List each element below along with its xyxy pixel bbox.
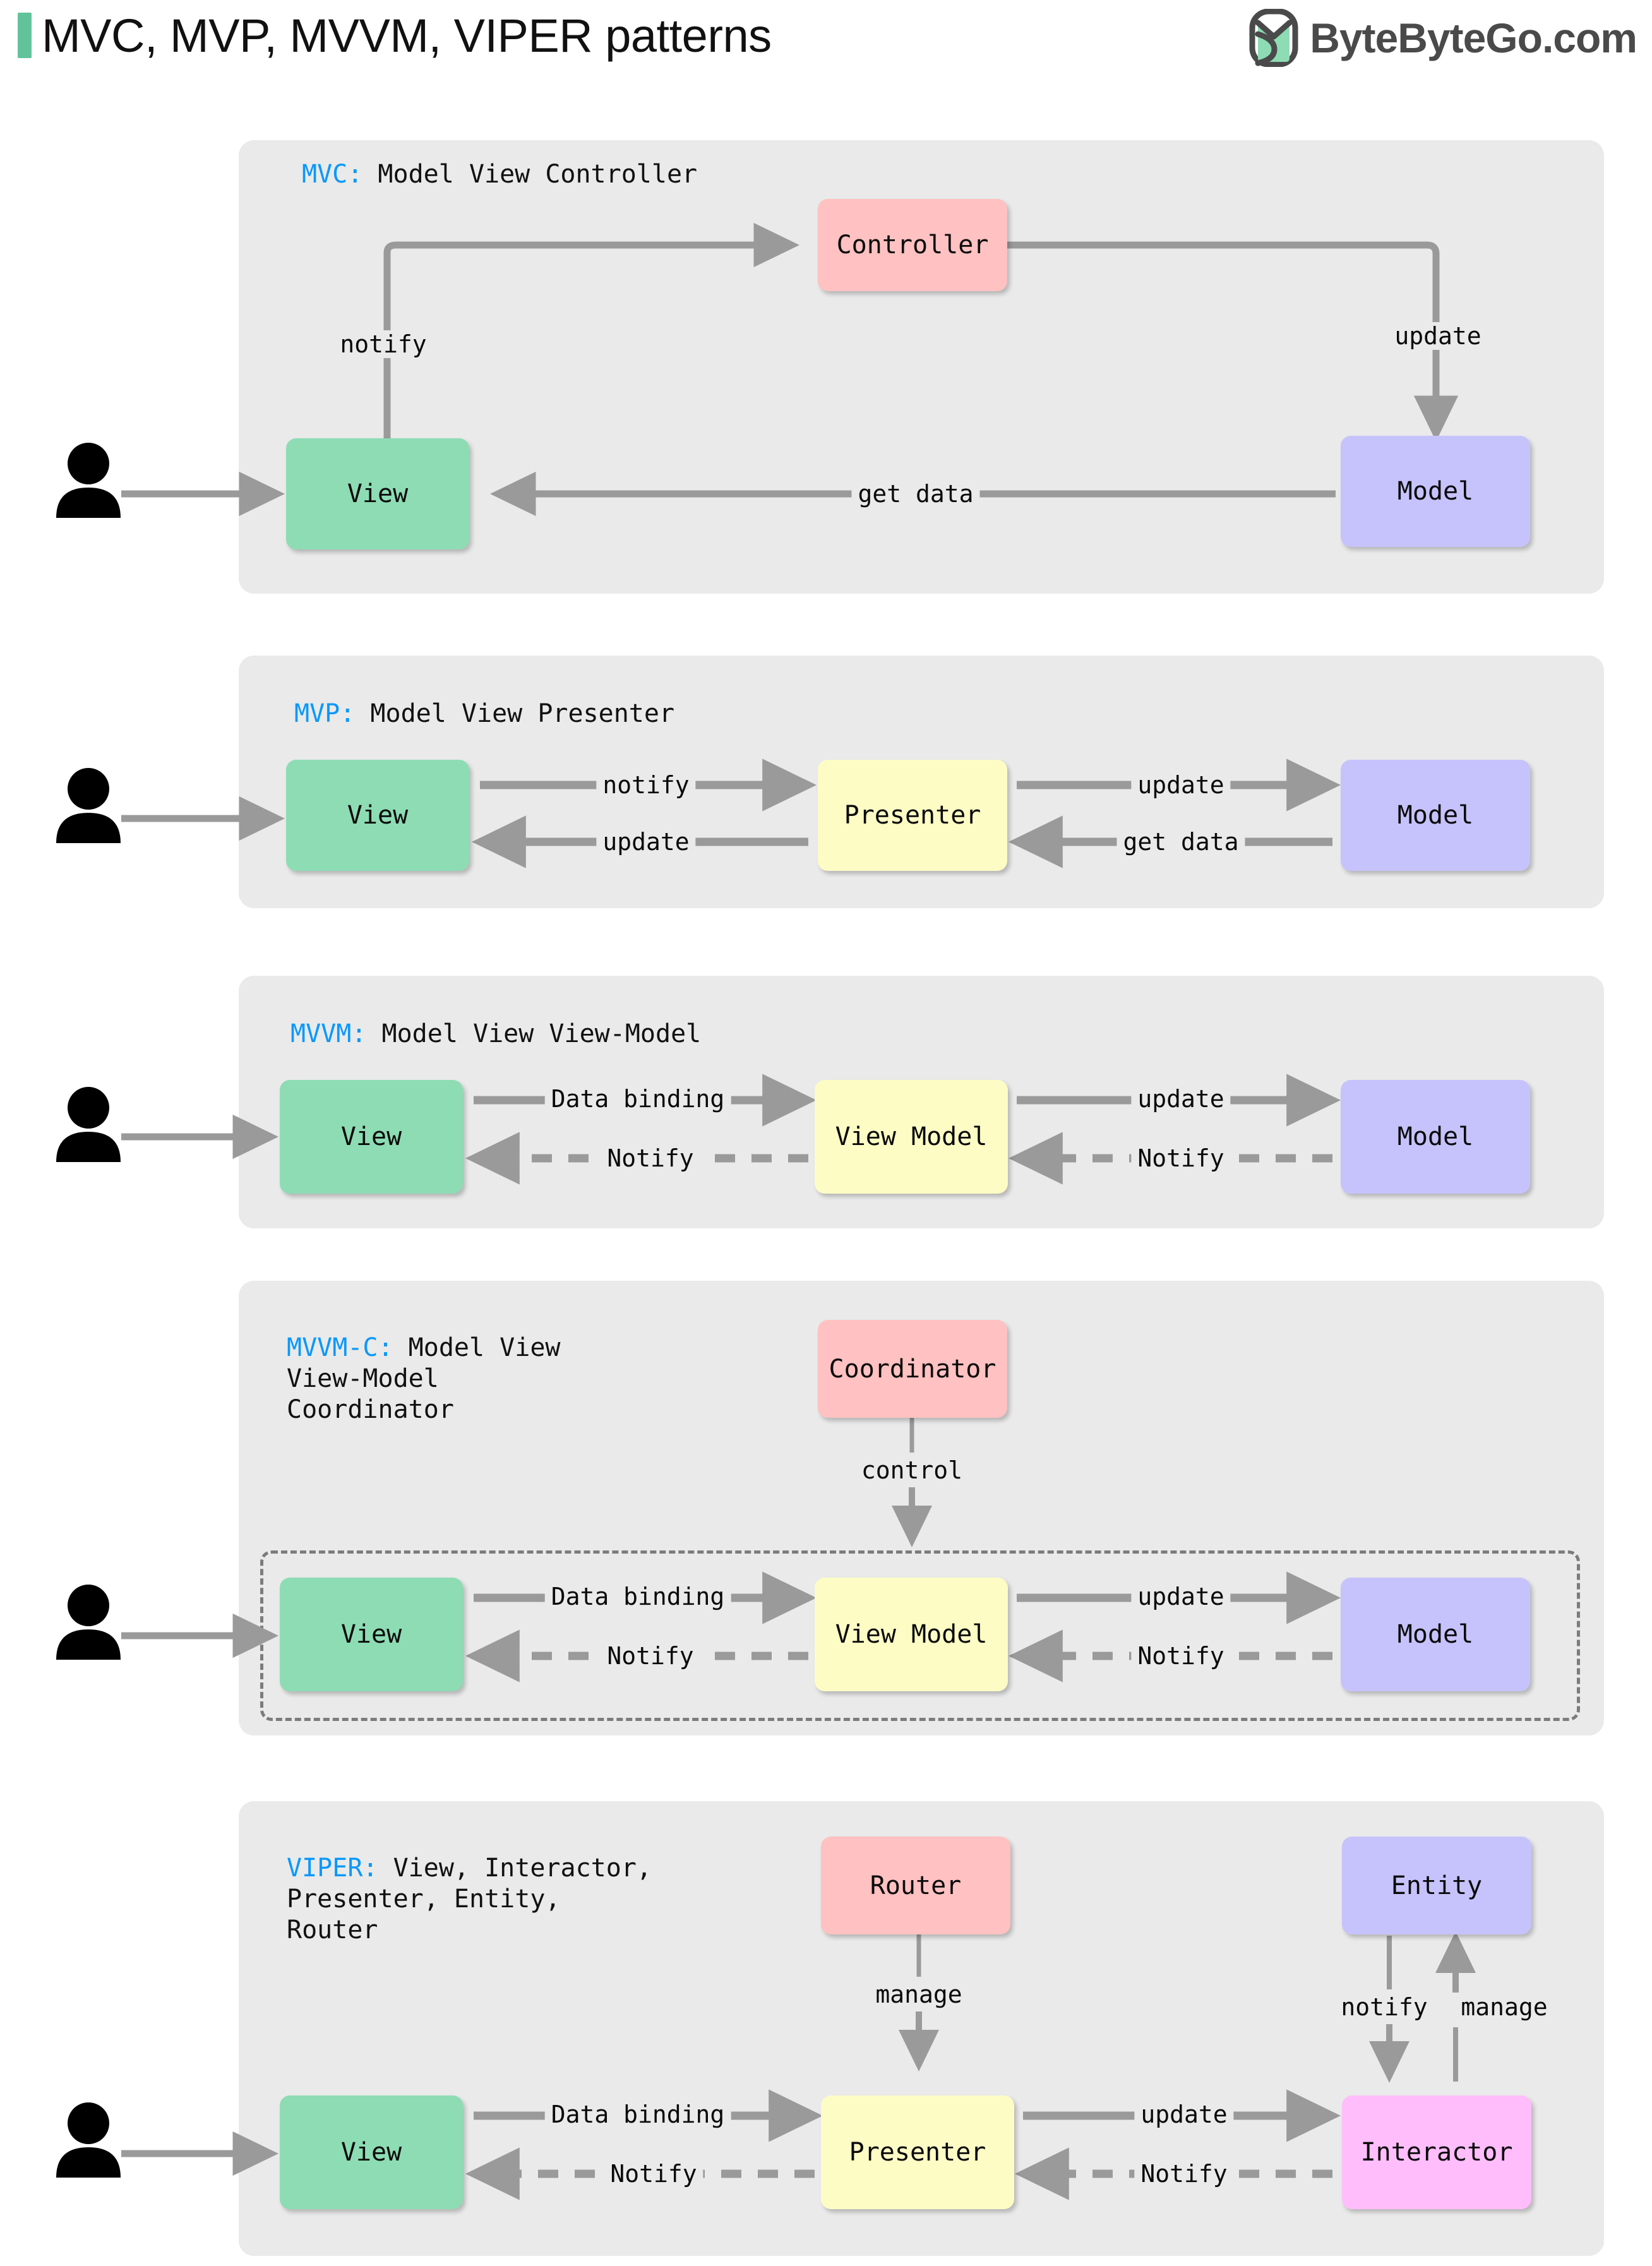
edge-label-viper-manage-router: manage <box>869 1981 969 2008</box>
edge-label-viper-notify-entity: notify <box>1334 1993 1434 2021</box>
edge-label-viper-notify1: Notify <box>604 2160 703 2188</box>
user-icon-viper <box>54 2102 123 2178</box>
node-mvvm-model[interactable]: Model <box>1341 1080 1530 1194</box>
edge-label-mvp-update2: update <box>596 828 696 856</box>
title-accent-bar <box>18 13 32 58</box>
panel-title-text-mvvm-c: Model View View-Model Coordinator <box>287 1333 561 1424</box>
node-mvp-view[interactable]: View <box>286 760 469 871</box>
edge-label-mvp-getdata: get data <box>1116 828 1245 856</box>
edge-label-viper-manage-entity: manage <box>1454 1993 1554 2021</box>
edge-label-mvp-notify: notify <box>596 771 696 799</box>
panel-title-text-viper: View, Interactor, Presenter, Entity, Rou… <box>287 1854 652 1945</box>
edge-label-mvvm-update: update <box>1131 1085 1231 1113</box>
node-mvp-model[interactable]: Model <box>1341 760 1530 871</box>
panel-abbr-mvvm-c: MVVM-C: <box>287 1333 393 1362</box>
user-icon-mvc <box>54 442 123 518</box>
node-mvc-view[interactable]: View <box>286 438 469 549</box>
edge-label-mvvm-c-notify2: Notify <box>1131 1642 1231 1670</box>
node-mvc-model[interactable]: Model <box>1341 436 1530 547</box>
panel-abbr-mvc: MVC: <box>302 160 363 189</box>
edge-label-mvvm-c-control: control <box>854 1456 969 1484</box>
panel-title-text-mvvm: Model View View-Model <box>366 1019 702 1048</box>
page-title: MVC, MVP, MVVM, VIPER patterns <box>42 9 772 62</box>
node-viper-entity[interactable]: Entity <box>1342 1837 1531 1934</box>
panel-title-viper: VIPER: View, Interactor, Presenter, Enti… <box>287 1853 652 1945</box>
node-viper-presenter[interactable]: Presenter <box>821 2095 1014 2209</box>
edge-label-viper-update: update <box>1134 2101 1234 2128</box>
edge-label-mvp-update: update <box>1131 771 1231 799</box>
edge-label-mvc-update: update <box>1388 322 1488 350</box>
edge-label-mvc-getdata: get data <box>851 480 980 508</box>
node-viper-router[interactable]: Router <box>821 1837 1010 1934</box>
edge-label-mvvm-notify2: Notify <box>1131 1144 1231 1172</box>
user-icon-mvp <box>54 767 123 843</box>
brand-logo-group: ByteByteGo.com <box>1249 9 1637 67</box>
panel-abbr-viper: VIPER: <box>287 1854 378 1883</box>
node-mvvm-view[interactable]: View <box>280 1080 463 1194</box>
panel-abbr-mvvm: MVVM: <box>290 1019 367 1048</box>
node-mvvm-c-coordinator[interactable]: Coordinator <box>818 1320 1007 1418</box>
brand-name: ByteByteGo.com <box>1310 15 1637 61</box>
node-mvc-controller[interactable]: Controller <box>818 199 1007 291</box>
panel-title-mvp: MVP: Model View Presenter <box>294 698 674 729</box>
bytebytego-leaf-icon <box>1249 9 1298 67</box>
page-header: MVC, MVP, MVVM, VIPER patterns ByteByteG… <box>0 0 1652 95</box>
panel-title-mvc: MVC: Model View Controller <box>302 159 697 190</box>
edge-label-mvvm-notify1: Notify <box>601 1144 700 1172</box>
panel-title-mvvm-c: MVVM-C: Model View View-Model Coordinato… <box>287 1333 560 1425</box>
edge-label-mvvm-c-notify1: Notify <box>601 1642 700 1670</box>
user-icon-mvvm-c <box>54 1584 123 1660</box>
panel-title-mvvm: MVVM: Model View View-Model <box>290 1019 701 1050</box>
node-viper-interactor[interactable]: Interactor <box>1342 2095 1531 2209</box>
node-mvvm-c-view[interactable]: View <box>280 1578 463 1691</box>
edge-label-mvvm-c-update: update <box>1131 1583 1231 1610</box>
edge-label-mvvm-c-databinding: Data binding <box>544 1583 731 1610</box>
node-mvvm-c-viewmodel[interactable]: View Model <box>815 1578 1008 1691</box>
edge-label-mvvm-databinding: Data binding <box>544 1085 731 1113</box>
edge-label-viper-databinding: Data binding <box>544 2101 731 2128</box>
node-mvvm-viewmodel[interactable]: View Model <box>815 1080 1008 1194</box>
panel-abbr-mvp: MVP: <box>294 699 356 728</box>
node-viper-view[interactable]: View <box>280 2095 463 2209</box>
node-mvp-presenter[interactable]: Presenter <box>818 760 1007 871</box>
user-icon-mvvm <box>54 1086 123 1162</box>
node-mvvm-c-model[interactable]: Model <box>1341 1578 1530 1691</box>
panel-title-text-mvc: Model View Controller <box>362 160 698 189</box>
panel-title-text-mvp: Model View Presenter <box>355 699 675 728</box>
edge-label-mvc-notify: notify <box>333 330 433 358</box>
edge-label-viper-notify2: Notify <box>1134 2160 1234 2188</box>
